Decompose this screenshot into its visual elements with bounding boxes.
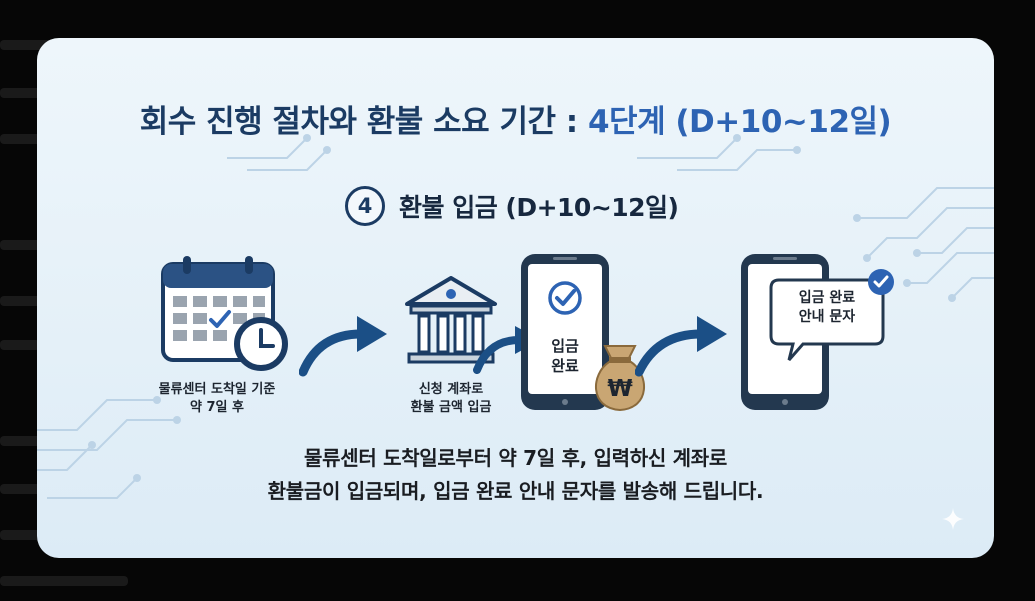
message-line: 입금 완료 xyxy=(798,290,856,306)
caption-line: 물류센터 도착일 기준 xyxy=(158,382,276,397)
arrow-right-icon xyxy=(299,316,387,377)
arrow-right-icon xyxy=(635,316,727,377)
phone-check-icon xyxy=(521,254,609,410)
step-header: 4 환불 입금 (D+10~12일) xyxy=(345,186,679,226)
bank-icon xyxy=(405,276,497,364)
background-row xyxy=(0,484,70,494)
won-symbol: ₩ xyxy=(607,376,633,402)
message-line: 안내 문자 xyxy=(798,309,856,325)
background-row xyxy=(0,530,50,540)
message-bubble-text: 입금 완료 안내 문자 xyxy=(773,289,881,327)
page-title: 회수 진행 절차와 환불 소요 기간 : 4단계 (D+10~12일) xyxy=(37,96,994,141)
page-title-accent: 4단계 (D+10~12일) xyxy=(587,104,892,140)
phone-status-line: 입금 xyxy=(551,337,579,355)
circuit-decoration xyxy=(37,134,994,499)
background-row xyxy=(0,296,60,306)
sparkle-icon xyxy=(942,508,964,530)
calendar-clock-icon xyxy=(161,256,288,371)
background-row xyxy=(0,436,60,446)
info-card: 회수 진행 절차와 환불 소요 기간 : 4단계 (D+10~12일) 4 환불… xyxy=(37,38,994,558)
background-row xyxy=(0,340,40,350)
background-row xyxy=(0,576,128,586)
caption-line: 신청 계좌로 xyxy=(418,382,484,397)
bank-caption: 신청 계좌로 환불 금액 입금 xyxy=(383,381,519,417)
step-number-badge: 4 xyxy=(345,186,385,226)
caption-line: 환불 금액 입금 xyxy=(410,400,492,415)
description-line: 환불금이 입금되며, 입금 완료 안내 문자를 발송해 드립니다. xyxy=(267,479,764,503)
step-title: 환불 입금 (D+10~12일) xyxy=(399,193,679,222)
calendar-caption: 물류센터 도착일 기준 약 7일 후 xyxy=(147,381,287,417)
description: 물류센터 도착일로부터 약 7일 후, 입력하신 계좌로 환불금이 입금되며, … xyxy=(37,442,994,508)
background-row xyxy=(0,134,70,144)
page-title-main: 회수 진행 절차와 환불 소요 기간 : xyxy=(139,104,588,140)
background-row xyxy=(0,240,50,250)
background-row xyxy=(0,88,60,98)
description-line: 물류센터 도착일로부터 약 7일 후, 입력하신 계좌로 xyxy=(304,446,727,470)
phone-message-icon xyxy=(741,254,894,410)
phone-status-text: 입금 완료 xyxy=(528,336,602,376)
phone-status-line: 완료 xyxy=(551,357,579,375)
caption-line: 약 7일 후 xyxy=(190,400,244,415)
